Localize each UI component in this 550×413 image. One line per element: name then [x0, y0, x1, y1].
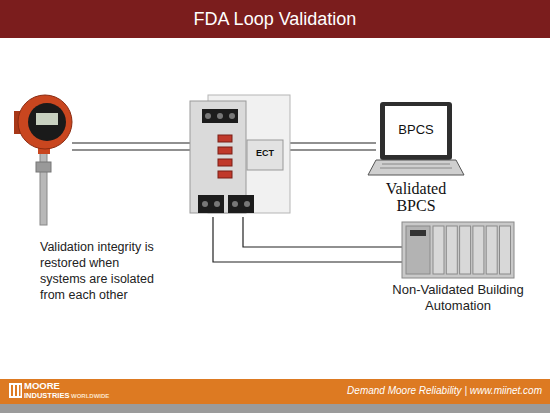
terminal-screw	[214, 201, 220, 207]
temperature-transmitter	[14, 95, 72, 225]
footer-strip	[0, 404, 550, 413]
io-card	[446, 226, 457, 274]
laptop-keyboard	[368, 160, 464, 175]
status-led	[218, 159, 232, 166]
key-rows	[380, 164, 452, 168]
logo-bar	[11, 385, 13, 396]
plc-display	[410, 230, 426, 236]
status-led	[218, 147, 232, 154]
plc-rack: Non-Validated Building Automation	[402, 220, 518, 318]
logo-word: MOORE	[24, 381, 84, 391]
terminal-screw	[217, 113, 223, 119]
terminal-screw	[202, 201, 208, 207]
screen-bezel	[380, 102, 452, 160]
logo-bar	[19, 385, 21, 396]
sensor-stem	[40, 150, 47, 225]
footer-tagline: Demand Moore Reliability | www.miinet.co…	[280, 385, 542, 397]
note-text: Validation integrity is restored when sy…	[40, 239, 164, 303]
display-face	[28, 103, 66, 141]
terminal-block	[228, 195, 254, 213]
device-caption: Validated BPCS	[371, 180, 461, 214]
status-led	[218, 171, 232, 178]
io-card	[500, 226, 511, 274]
title-band	[0, 0, 550, 38]
terminal-screw	[244, 201, 250, 207]
io-card	[433, 226, 444, 274]
plc-cpu	[406, 226, 430, 274]
logo-square	[9, 383, 22, 398]
screen-text: BPCS	[380, 122, 452, 138]
terminal-block	[202, 109, 238, 123]
module-label: ECT	[247, 148, 283, 159]
housing-head	[18, 95, 72, 149]
logo-word: WORLDWIDE	[71, 392, 121, 400]
slide-title: FDA Loop Validation	[0, 8, 550, 30]
plc-chassis	[402, 222, 514, 278]
status-led	[218, 135, 232, 142]
terminal-block	[198, 195, 224, 213]
isolator-module: ECT	[190, 95, 290, 217]
device-caption: Non-Validated Building Automation	[392, 282, 524, 314]
terminal-screw	[205, 113, 211, 119]
stem-fitting	[36, 162, 51, 172]
signal-wire	[72, 149, 190, 150]
node-outline	[190, 95, 290, 217]
signal-connector	[213, 217, 402, 262]
logo-icon	[9, 383, 22, 398]
signal-wire	[72, 142, 190, 143]
signal-connector	[290, 143, 376, 150]
laptop-computer: BPCSValidated BPCS	[376, 100, 466, 218]
io-card	[486, 226, 497, 274]
terminal-screw	[229, 113, 235, 119]
logo-bar	[15, 385, 17, 396]
io-card	[460, 226, 471, 274]
module-sticker	[247, 140, 283, 170]
io-card	[473, 226, 484, 274]
terminal-screw	[232, 201, 238, 207]
footer-band	[0, 379, 550, 404]
lcd-window	[36, 113, 58, 125]
